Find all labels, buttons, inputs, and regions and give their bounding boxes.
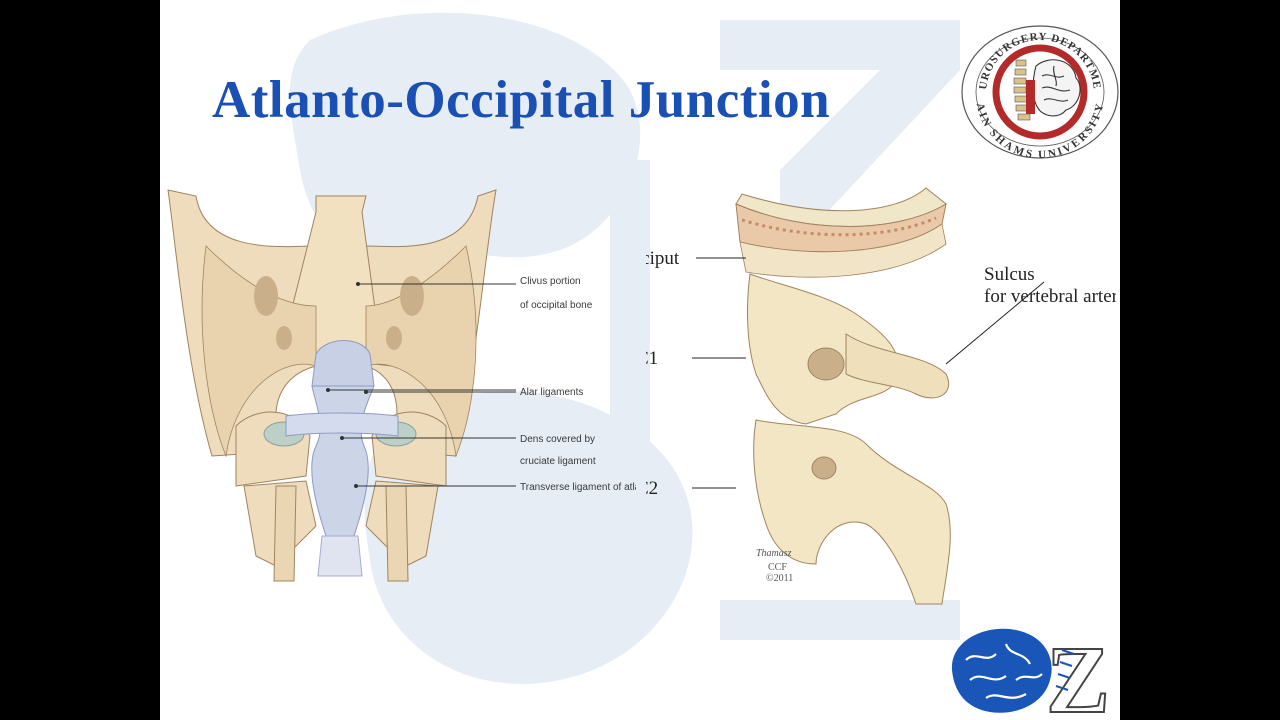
occiput-illustration [735, 187, 947, 278]
figure-lateral-cvj: Occiput C1 C2 Sulcus for vertebral arter… [646, 187, 1116, 605]
credit-signature: Thamasz [756, 548, 792, 559]
slide-title: Atlanto-Occipital Junction [212, 71, 831, 129]
credit-year: ©2011 [766, 573, 793, 584]
label-alar-ligaments: Alar ligaments [520, 387, 583, 398]
c2-vertebra-illustration [753, 419, 951, 605]
label-c1: C1 [646, 348, 658, 369]
label-transverse-ligament: Transverse ligament of atla [520, 482, 636, 493]
svg-text:of occipital bone: of occipital bone [520, 300, 593, 311]
label-clivus-line1: Clivus portion [520, 276, 581, 287]
brand-logo: Z [951, 625, 1111, 720]
svg-text:Sulcus: Sulcus [984, 264, 1035, 285]
ligaments-illustration [285, 340, 399, 577]
artist-credit: Thamasz CCF ©2011 [756, 548, 793, 584]
slide: Atlanto-Occipital Junction NEUROSURGERY … [160, 0, 1120, 720]
department-seal: NEUROSURGERY DEPARTMENT AIN SHAMS UNIVER… [958, 20, 1119, 160]
label-sulcus-line2: for vertebral artery [984, 286, 1116, 307]
occipital-bone-illustration [167, 189, 497, 458]
label-c2: C2 [646, 478, 658, 499]
svg-text:Dens covered by: Dens covered by [520, 434, 595, 445]
svg-text:Clivus portion: Clivus portion [520, 276, 581, 287]
svg-text:for vertebral artery: for vertebral artery [984, 286, 1116, 307]
credit-org: CCF [768, 562, 787, 573]
c1-vertebra-illustration [747, 273, 950, 425]
label-sulcus-line1: Sulcus [984, 264, 1035, 285]
brain-logo-icon [951, 628, 1052, 713]
label-clivus-line2: of occipital bone [520, 300, 593, 311]
label-occiput: Occiput [646, 248, 680, 269]
svg-text:cruciate ligament: cruciate ligament [520, 456, 596, 467]
figure-posterior-cvj: Clivus portion of occipital bone Alar li… [167, 189, 636, 582]
brand-letter: Z [1046, 626, 1110, 720]
label-dens-line1: Dens covered by [520, 434, 595, 445]
label-dens-line2: cruciate ligament [520, 456, 596, 467]
spine-logo-icon [1055, 649, 1075, 691]
